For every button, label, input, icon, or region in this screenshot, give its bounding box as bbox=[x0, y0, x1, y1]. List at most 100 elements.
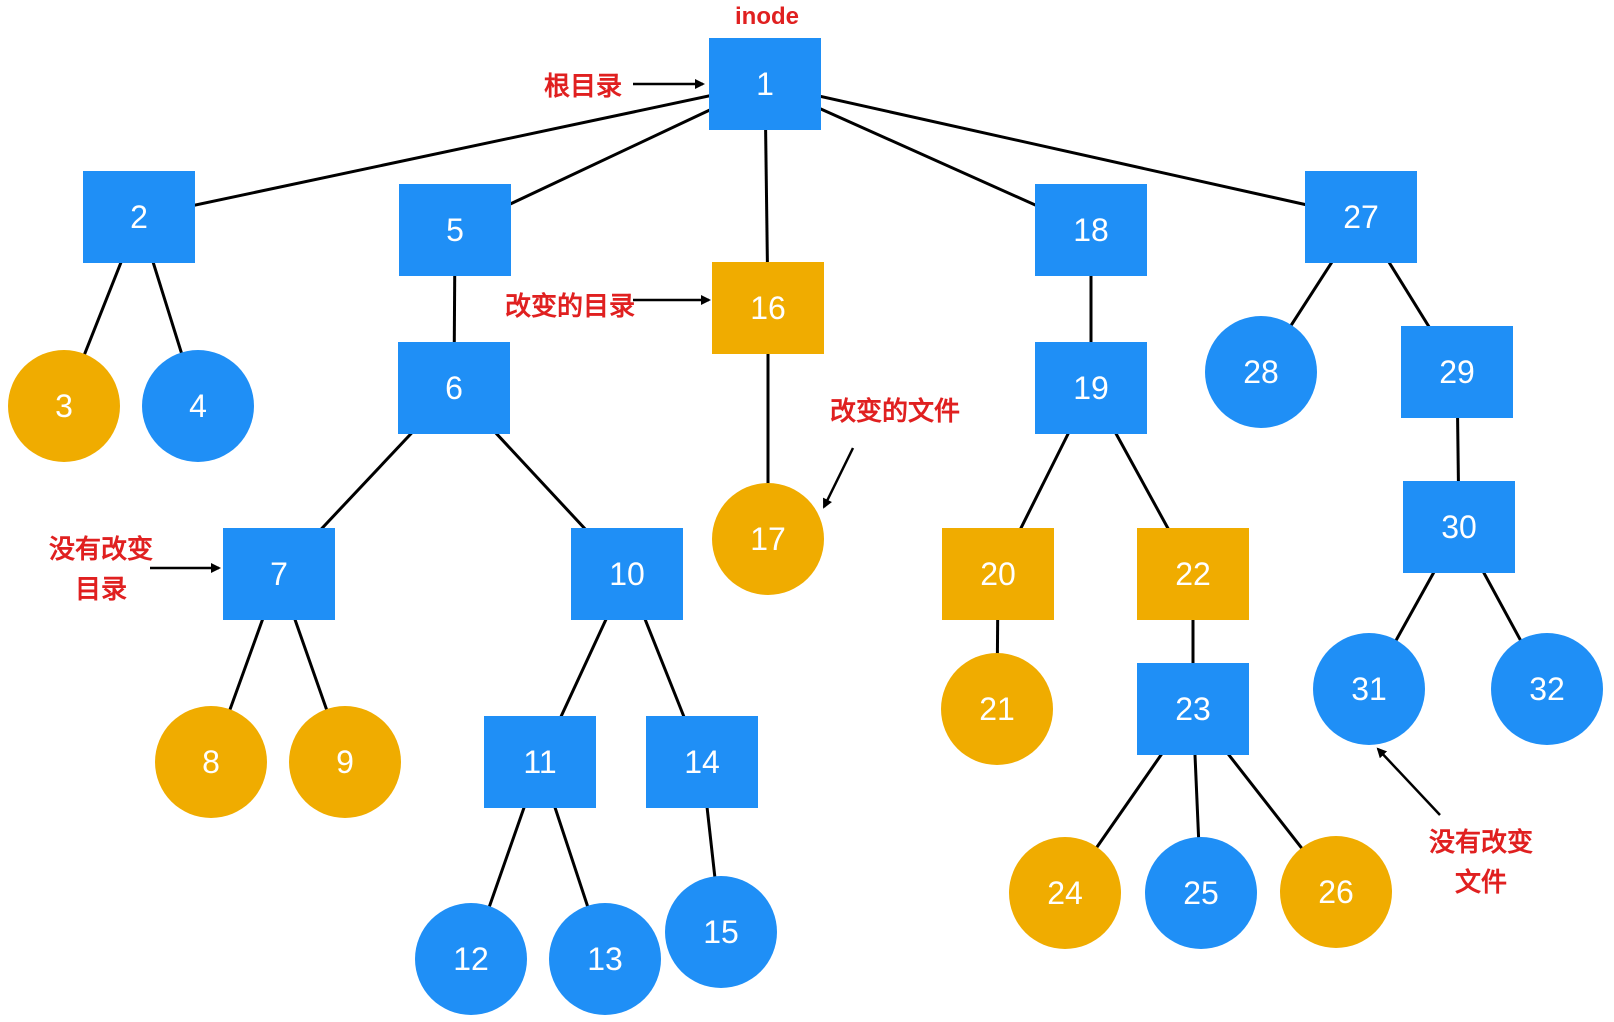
directory-node-19: 19 bbox=[1035, 342, 1147, 434]
node-label-1: 1 bbox=[756, 66, 774, 102]
node-shape-1 bbox=[709, 38, 821, 130]
node-label-17: 17 bbox=[750, 521, 786, 557]
node-shape-24 bbox=[1009, 837, 1121, 949]
file-node-4: 4 bbox=[142, 350, 254, 462]
node-label-26: 26 bbox=[1318, 874, 1354, 910]
node-shape-27 bbox=[1305, 171, 1417, 263]
file-node-26: 26 bbox=[1280, 836, 1392, 948]
node-label-32: 32 bbox=[1529, 671, 1565, 707]
directory-node-30: 30 bbox=[1403, 481, 1515, 573]
annotation-unchanged-dir-line1: 没有改变 bbox=[49, 534, 153, 565]
arrow-unchanged-file bbox=[1376, 747, 1441, 816]
annotation-unchanged-file-line1: 没有改变 bbox=[1429, 827, 1533, 858]
node-shape-13 bbox=[549, 903, 661, 1015]
node-label-22: 22 bbox=[1175, 556, 1211, 592]
node-label-19: 19 bbox=[1073, 370, 1109, 406]
node-label-11: 11 bbox=[523, 744, 556, 780]
node-label-24: 24 bbox=[1047, 875, 1083, 911]
file-node-12: 12 bbox=[415, 903, 527, 1015]
node-label-9: 9 bbox=[336, 744, 354, 780]
file-node-9: 9 bbox=[289, 706, 401, 818]
node-shape-18 bbox=[1035, 184, 1147, 276]
file-node-32: 32 bbox=[1491, 633, 1603, 745]
node-shape-30 bbox=[1403, 481, 1515, 573]
diagram-title: inode bbox=[735, 3, 799, 30]
file-node-21: 21 bbox=[941, 653, 1053, 765]
annotation-root-dir: 根目录 bbox=[544, 72, 622, 102]
directory-node-22: 22 bbox=[1137, 528, 1249, 620]
node-label-18: 18 bbox=[1073, 212, 1109, 248]
file-node-31: 31 bbox=[1313, 633, 1425, 745]
node-shape-2 bbox=[83, 171, 195, 263]
node-shape-16 bbox=[712, 262, 824, 354]
file-node-24: 24 bbox=[1009, 837, 1121, 949]
node-label-8: 8 bbox=[202, 744, 220, 780]
node-label-25: 25 bbox=[1183, 875, 1219, 911]
node-label-3: 3 bbox=[55, 388, 73, 424]
node-label-6: 6 bbox=[445, 370, 463, 406]
directory-node-7: 7 bbox=[223, 528, 335, 620]
directory-node-29: 29 bbox=[1401, 326, 1513, 418]
node-label-2: 2 bbox=[130, 199, 148, 235]
node-label-13: 13 bbox=[587, 941, 623, 977]
node-label-4: 4 bbox=[189, 388, 207, 424]
node-shape-15 bbox=[665, 876, 777, 988]
node-shape-14 bbox=[646, 716, 758, 808]
node-shape-23 bbox=[1137, 663, 1249, 755]
node-shape-5 bbox=[399, 184, 511, 276]
file-node-17: 17 bbox=[712, 483, 824, 595]
edge-1-2 bbox=[138, 82, 766, 219]
file-node-25: 25 bbox=[1145, 837, 1257, 949]
node-label-14: 14 bbox=[684, 744, 720, 780]
node-shape-25 bbox=[1145, 837, 1257, 949]
node-label-31: 31 bbox=[1351, 671, 1387, 707]
annotation-unchanged-file-line2: 文件 bbox=[1455, 867, 1507, 898]
directory-node-2: 2 bbox=[83, 171, 195, 263]
node-label-30: 30 bbox=[1441, 509, 1477, 545]
node-shape-20 bbox=[942, 528, 1054, 620]
annotation-changed-dir: 改变的目录 bbox=[505, 291, 635, 322]
directory-node-1: 1 bbox=[709, 38, 821, 130]
node-shape-8 bbox=[155, 706, 267, 818]
node-label-27: 27 bbox=[1343, 199, 1379, 235]
node-label-10: 10 bbox=[609, 556, 645, 592]
directory-node-18: 18 bbox=[1035, 184, 1147, 276]
node-label-16: 16 bbox=[750, 290, 786, 326]
directory-node-20: 20 bbox=[942, 528, 1054, 620]
node-label-15: 15 bbox=[703, 914, 739, 950]
node-shape-19 bbox=[1035, 342, 1147, 434]
directory-node-14: 14 bbox=[646, 716, 758, 808]
file-node-28: 28 bbox=[1205, 316, 1317, 428]
node-shape-11 bbox=[484, 716, 596, 808]
node-shape-4 bbox=[142, 350, 254, 462]
node-label-29: 29 bbox=[1439, 354, 1475, 390]
node-label-7: 7 bbox=[270, 556, 288, 592]
node-shape-10 bbox=[571, 528, 683, 620]
directory-node-27: 27 bbox=[1305, 171, 1417, 263]
node-shape-17 bbox=[712, 483, 824, 595]
node-shape-6 bbox=[398, 342, 510, 434]
node-shape-26 bbox=[1280, 836, 1392, 948]
node-shape-9 bbox=[289, 706, 401, 818]
node-label-5: 5 bbox=[446, 212, 464, 248]
node-label-23: 23 bbox=[1175, 691, 1211, 727]
directory-node-6: 6 bbox=[398, 342, 510, 434]
directory-node-16: 16 bbox=[712, 262, 824, 354]
file-node-13: 13 bbox=[549, 903, 661, 1015]
node-shape-3 bbox=[8, 350, 120, 462]
node-label-12: 12 bbox=[453, 941, 489, 977]
node-shape-28 bbox=[1205, 316, 1317, 428]
file-node-3: 3 bbox=[8, 350, 120, 462]
node-label-21: 21 bbox=[979, 691, 1015, 727]
directory-node-23: 23 bbox=[1137, 663, 1249, 755]
node-label-28: 28 bbox=[1243, 354, 1279, 390]
edge-1-27 bbox=[764, 82, 1362, 219]
node-shape-12 bbox=[415, 903, 527, 1015]
arrow-changed-file bbox=[822, 447, 855, 509]
directory-node-11: 11 bbox=[484, 716, 596, 808]
directory-node-10: 10 bbox=[571, 528, 683, 620]
file-node-15: 15 bbox=[665, 876, 777, 988]
node-shape-21 bbox=[941, 653, 1053, 765]
node-shape-22 bbox=[1137, 528, 1249, 620]
